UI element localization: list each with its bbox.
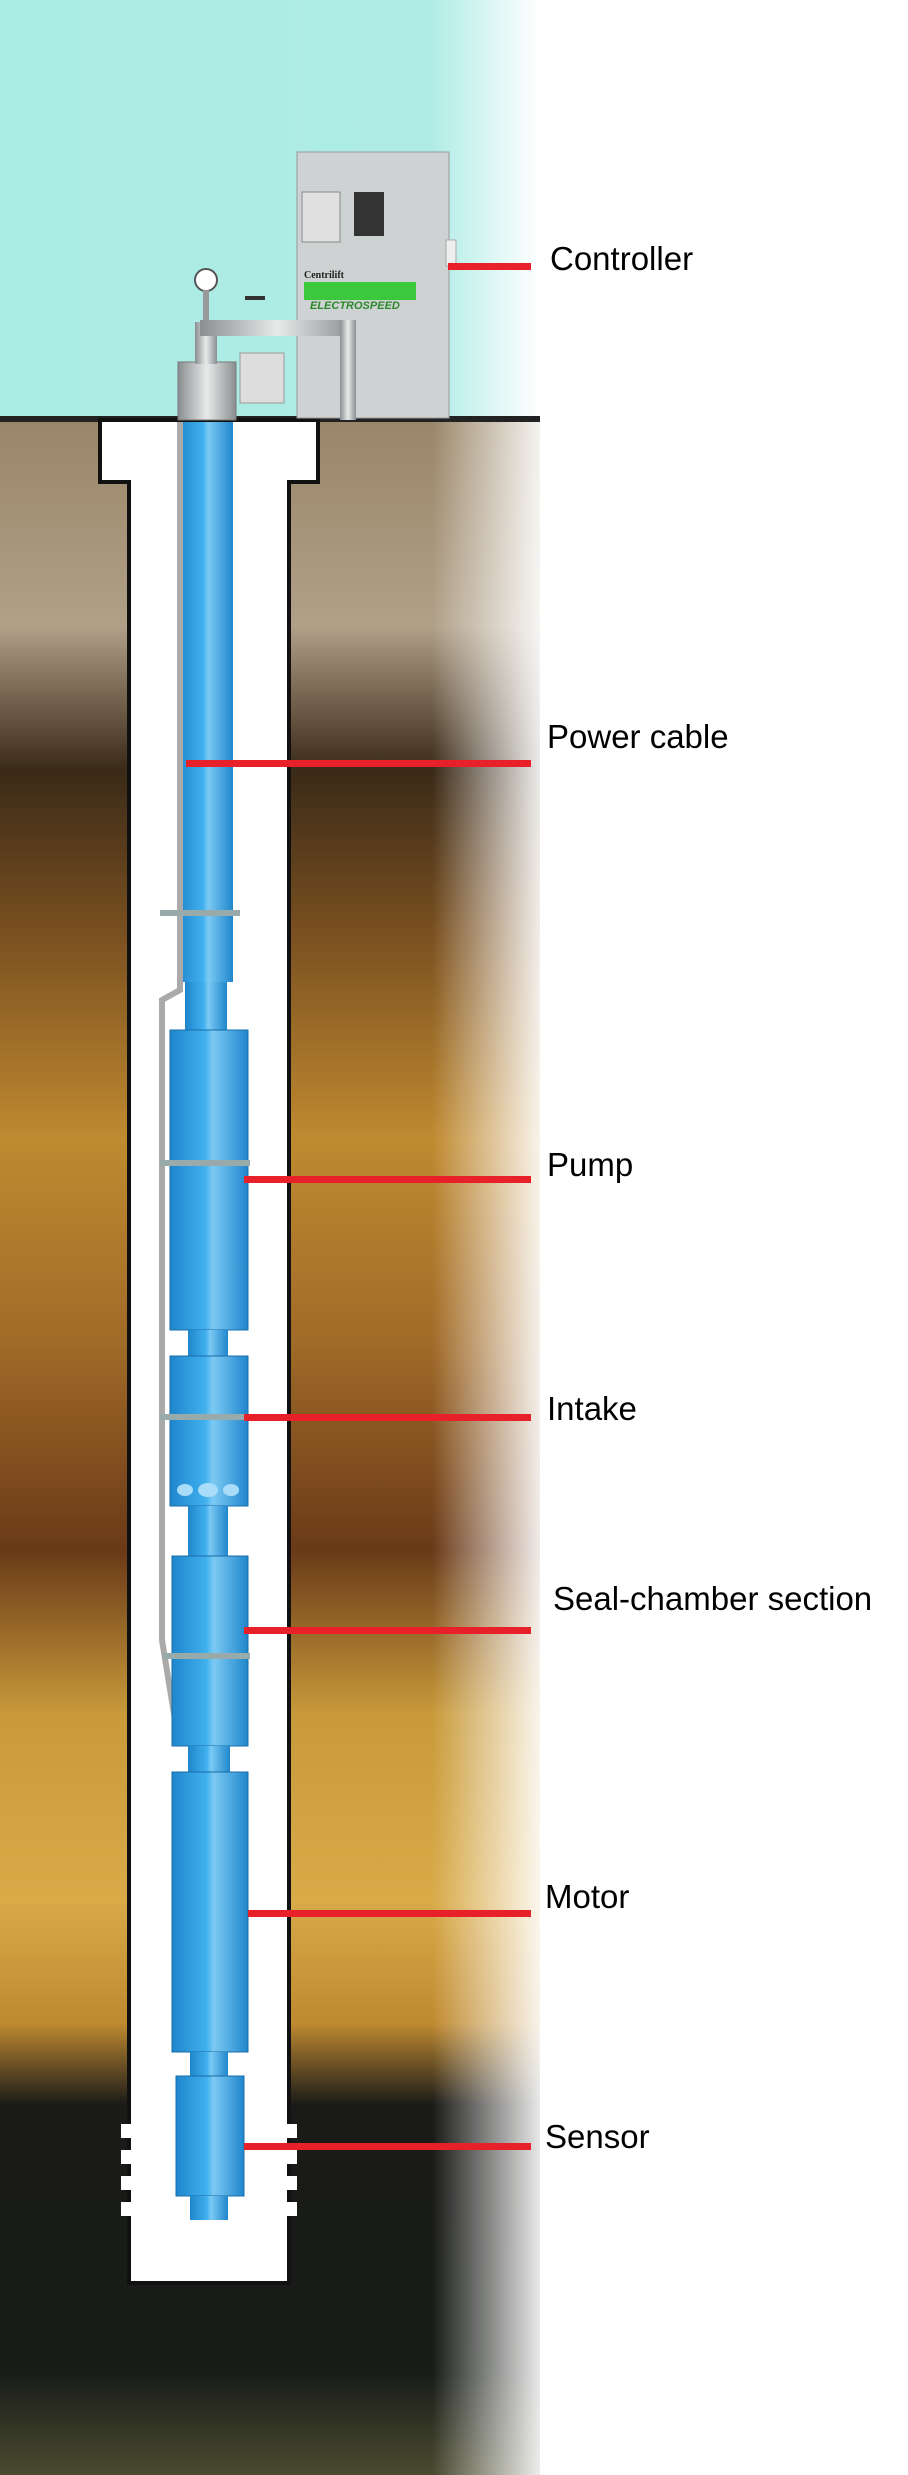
label-pump: Pump xyxy=(547,1146,634,1183)
seal-chamber-body xyxy=(171,1555,249,1747)
leader-line-controller xyxy=(448,263,531,270)
sky xyxy=(0,0,540,420)
controller-product: ELECTROSPEED xyxy=(310,300,400,312)
cable-band xyxy=(162,1653,250,1659)
power-cable xyxy=(159,422,183,1721)
label-controller: Controller xyxy=(550,240,694,277)
leader-line-power-cable xyxy=(186,760,531,767)
motor-body xyxy=(171,1771,249,2053)
valve-handle-icon xyxy=(245,296,265,300)
intake-body xyxy=(169,1355,249,1507)
leader-line-pump xyxy=(244,1176,531,1183)
pump-body xyxy=(169,1029,249,1331)
leader-line-intake xyxy=(244,1414,531,1421)
label-power-cable: Power cable xyxy=(547,718,729,755)
cable-band xyxy=(160,1160,250,1166)
cable-band xyxy=(160,910,240,916)
pressure-gauge-icon xyxy=(194,268,218,292)
leader-line-motor xyxy=(248,1910,531,1917)
controller-brand: Centrilift xyxy=(304,270,345,281)
label-seal-chamber: Seal-chamber section xyxy=(553,1580,873,1617)
sensor-body xyxy=(175,2075,245,2197)
intake-ports xyxy=(177,1483,239,1497)
label-sensor: Sensor xyxy=(545,2118,650,2155)
leader-line-seal-chamber xyxy=(244,1627,531,1634)
leader-lines xyxy=(186,263,531,2150)
label-motor: Motor xyxy=(545,1878,630,1915)
leader-line-sensor xyxy=(244,2143,531,2150)
wellhead xyxy=(177,268,356,421)
cable-band xyxy=(160,1414,250,1420)
label-intake: Intake xyxy=(547,1390,637,1427)
controller-cabinet: Centrilift ELECTROSPEED xyxy=(296,151,457,419)
production-tubing xyxy=(178,422,233,982)
pump-head xyxy=(185,982,227,1032)
